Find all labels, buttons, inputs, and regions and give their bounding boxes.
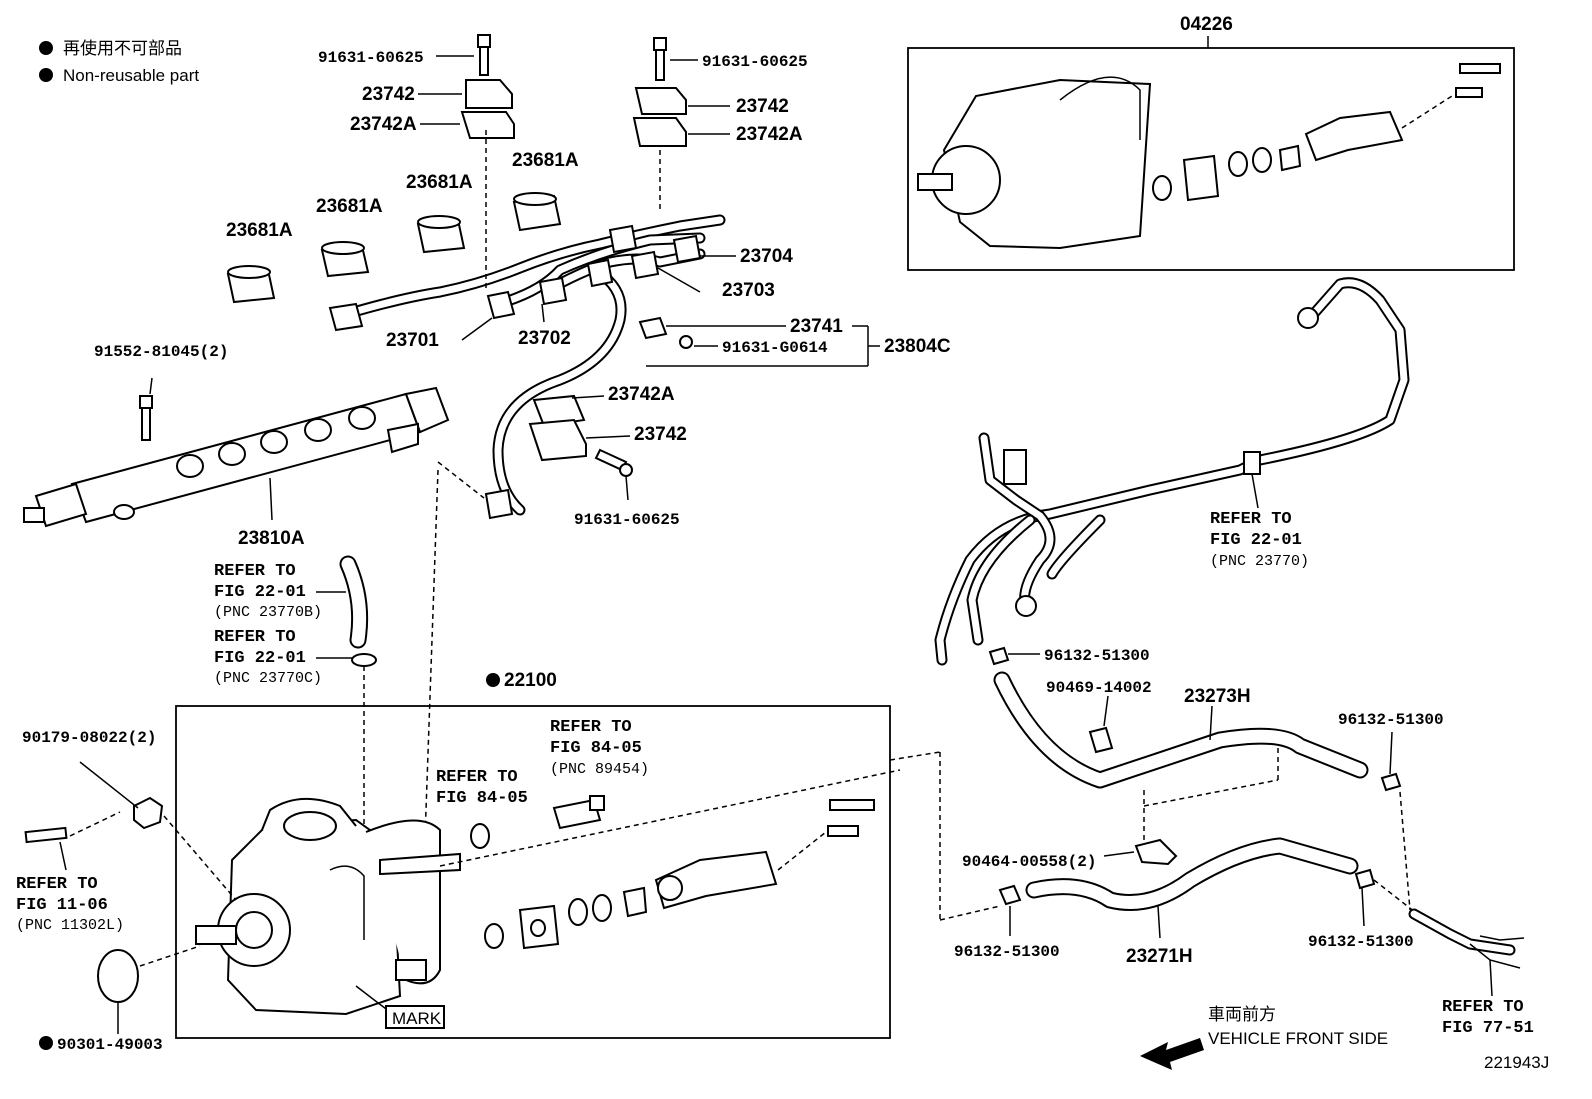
label-23703: 23703	[722, 280, 775, 301]
ref-block-77-51: REFER TO FIG 77-51	[1442, 998, 1534, 1038]
pump-assembly-box	[175, 705, 891, 1039]
label-23804c: 23804C	[884, 336, 951, 357]
label-23742: 23742	[634, 424, 687, 445]
non-reusable-bullet-icon	[486, 673, 500, 687]
label-91631-g0614: 91631-G0614	[722, 339, 828, 357]
label-23702: 23702	[518, 328, 571, 349]
label-23742a: 23742A	[350, 114, 417, 135]
vehicle-front-indicator: 車両前方 VEHICLE FRONT SIDE	[1140, 1005, 1388, 1070]
fuel-pipes-right	[934, 277, 1410, 666]
common-rail-23810a	[23, 377, 450, 528]
svg-text:(PNC 23770C): (PNC 23770C)	[214, 670, 322, 687]
ref-block-22-01: REFER TO FIG 22-01 (PNC 23770)	[1210, 510, 1309, 570]
clamp-23741	[638, 316, 880, 367]
svg-text:REFER TO: REFER TO	[214, 628, 296, 647]
ref-block-22-01c: REFER TO FIG 22-01 (PNC 23770C)	[214, 628, 377, 840]
ref-block-84-05: REFER TO FIG 84-05	[436, 768, 528, 808]
label-91631-60625: 91631-60625	[318, 49, 424, 67]
direction-jp: 車両前方	[1208, 1005, 1276, 1024]
label-23741: 23741	[790, 316, 843, 337]
stud-nut-oring	[24, 761, 237, 1034]
svg-text:(PNC 23770): (PNC 23770)	[1210, 553, 1309, 570]
ref-block-84-05-pnc: REFER TO FIG 84-05 (PNC 89454)	[550, 718, 649, 778]
label-23742a: 23742A	[736, 124, 803, 145]
label-23810a: 23810A	[238, 528, 305, 549]
pump-exploded-parts	[439, 769, 901, 950]
svg-text:(PNC 89454): (PNC 89454)	[550, 761, 649, 778]
svg-text:REFER TO: REFER TO	[550, 718, 632, 737]
legend-jp: 再使用不可部品	[63, 38, 182, 58]
svg-text:REFER TO: REFER TO	[16, 875, 98, 894]
label-23742: 23742	[736, 96, 789, 117]
svg-text:FIG 22-01: FIG 22-01	[214, 583, 306, 602]
injection-pipes	[328, 130, 736, 520]
svg-text:22100: 22100	[504, 670, 557, 691]
label-96132-51300: 96132-51300	[1044, 647, 1150, 665]
svg-text:FIG 84-05: FIG 84-05	[436, 789, 528, 808]
label-23273h: 23273H	[1184, 686, 1251, 707]
label-90301-49003: 90301-49003	[39, 1036, 163, 1054]
label-91552-81045: 91552-81045(2)	[94, 343, 228, 361]
label-23742: 23742	[362, 84, 415, 105]
label-91631-60625: 91631-60625	[702, 53, 808, 71]
svg-text:FIG 77-51: FIG 77-51	[1442, 1019, 1534, 1038]
label-23681a: 23681A	[512, 150, 579, 171]
svg-text:REFER TO: REFER TO	[214, 562, 296, 581]
non-reusable-bullet-icon	[39, 41, 53, 55]
svg-text:(PNC 23770B): (PNC 23770B)	[214, 604, 322, 621]
svg-text:FIG 22-01: FIG 22-01	[214, 649, 306, 668]
label-23681a: 23681A	[226, 220, 293, 241]
svg-text:FIG 22-01: FIG 22-01	[1210, 531, 1302, 550]
svg-text:REFER TO: REFER TO	[1442, 998, 1524, 1017]
ref-block-11-06: REFER TO FIG 11-06 (PNC 11302L)	[16, 875, 124, 934]
clamp-group-left	[418, 34, 515, 139]
legend-en: Non-reusable part	[63, 66, 199, 85]
label-23704: 23704	[740, 246, 793, 267]
label-23271h: 23271H	[1126, 946, 1193, 967]
ref-block-22-01b: REFER TO FIG 22-01 (PNC 23770B)	[214, 555, 369, 649]
svg-text:REFER TO: REFER TO	[1210, 510, 1292, 529]
svg-text:FIG 11-06: FIG 11-06	[16, 896, 108, 915]
label-96132-51300: 96132-51300	[1308, 933, 1414, 951]
label-mark: MARK	[392, 1009, 442, 1028]
label-23681a: 23681A	[316, 196, 383, 217]
label-23742a: 23742A	[608, 384, 675, 405]
supply-pump-22100: MARK	[195, 797, 461, 1029]
arrow-left-icon	[1140, 1038, 1204, 1070]
gasket-kit-box	[907, 47, 1515, 271]
svg-text:(PNC 11302L): (PNC 11302L)	[16, 917, 124, 934]
svg-text:REFER TO: REFER TO	[436, 768, 518, 787]
hose-23271h	[998, 837, 1525, 997]
gasket-kit-04226	[917, 63, 1501, 250]
clamp-group-lower	[528, 394, 633, 501]
label-96132-51300: 96132-51300	[1338, 711, 1444, 729]
svg-text:90301-49003: 90301-49003	[57, 1036, 163, 1054]
label-90464-00558: 90464-00558(2)	[962, 853, 1096, 871]
label-23681a: 23681A	[406, 172, 473, 193]
sleeve-23681a	[226, 192, 562, 304]
clamp-group-right	[632, 37, 730, 210]
label-22100: 22100	[486, 670, 557, 691]
label-90469-14002: 90469-14002	[1046, 679, 1152, 697]
label-90179-08022: 90179-08022(2)	[22, 729, 156, 747]
label-23701: 23701	[386, 330, 439, 351]
label-91631-60625: 91631-60625	[574, 511, 680, 529]
direction-en: VEHICLE FRONT SIDE	[1208, 1029, 1388, 1048]
legend: 再使用不可部品 Non-reusable part	[39, 38, 199, 85]
svg-text:FIG 84-05: FIG 84-05	[550, 739, 642, 758]
label-04226: 04226	[1180, 14, 1233, 35]
label-96132-51300: 96132-51300	[954, 943, 1060, 961]
diagram-code: 221943J	[1484, 1053, 1549, 1072]
hose-23273h	[988, 646, 1411, 911]
non-reusable-bullet-icon	[39, 1036, 53, 1050]
non-reusable-bullet-icon	[39, 68, 53, 82]
